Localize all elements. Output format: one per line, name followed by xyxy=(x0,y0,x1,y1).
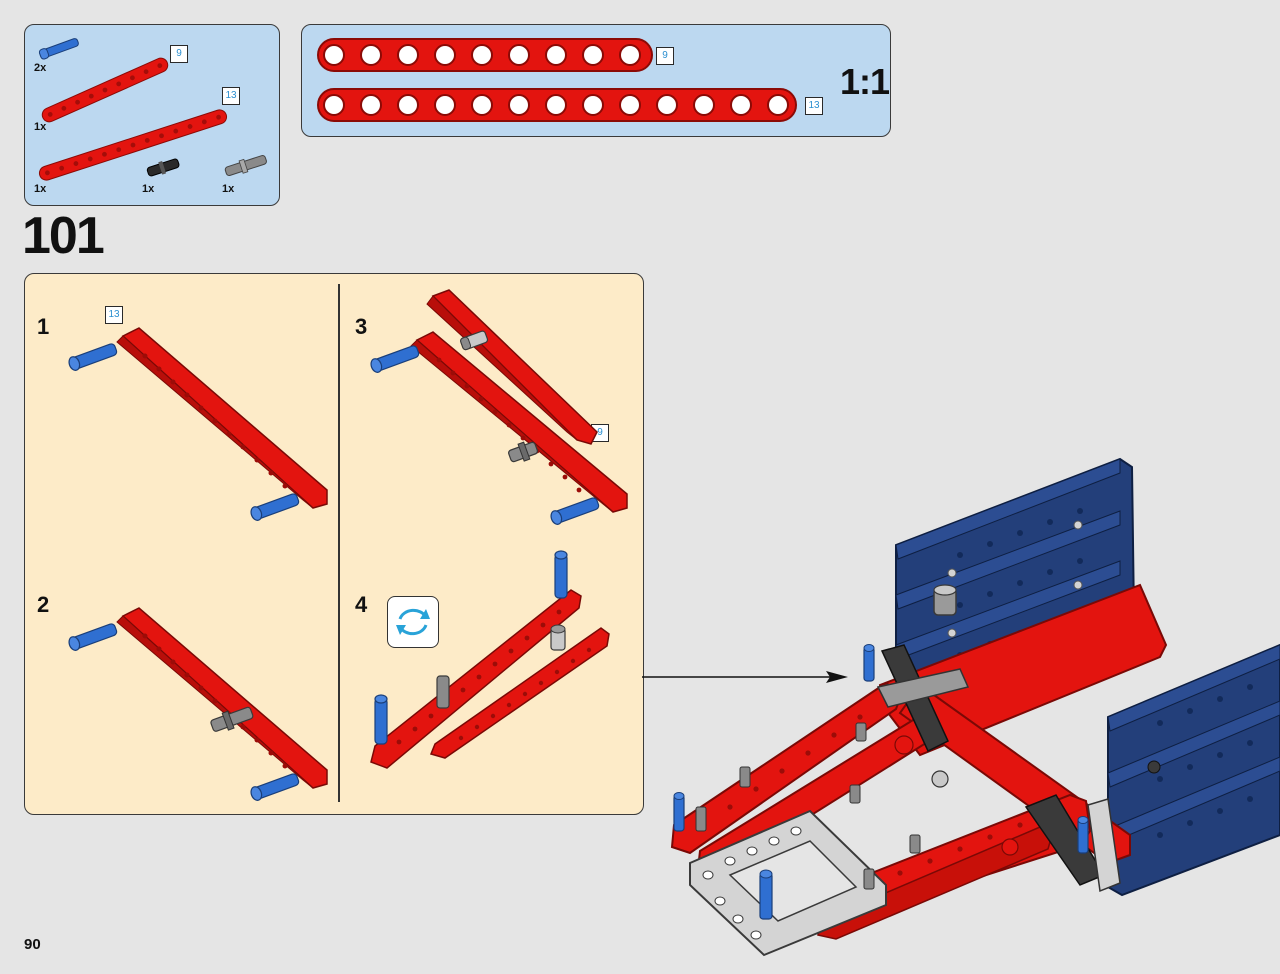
scale-beam-13 xyxy=(317,88,797,122)
beam-length-label: 13 xyxy=(222,87,240,105)
qty-label: 1x xyxy=(34,121,47,133)
substep-length-label: 13 xyxy=(105,306,123,324)
model-assembly-illustration xyxy=(670,457,1280,957)
red-beam-13-icon xyxy=(38,109,228,181)
scale-label: 1:1 xyxy=(840,61,890,102)
beam-length-label: 9 xyxy=(170,45,188,63)
substep-number: 1 xyxy=(37,314,50,339)
qty-label: 1x xyxy=(142,183,155,195)
substep-3-illustration xyxy=(370,289,628,525)
substep-2-illustration xyxy=(68,607,328,801)
substep-number: 4 xyxy=(355,592,368,617)
scale-beam-9 xyxy=(317,38,653,72)
step-number: 101 xyxy=(22,207,105,265)
substep-number: 2 xyxy=(37,592,50,617)
substep-4-illustration xyxy=(370,550,610,769)
substep-panel: 1 13 2 xyxy=(24,273,644,815)
parts-list-panel: 2x 9 1x 13 1x xyxy=(24,24,280,206)
page-number: 90 xyxy=(24,936,41,953)
scale-length-label: 13 xyxy=(805,97,823,115)
qty-label: 1x xyxy=(222,183,235,195)
blue-axle-pin-icon xyxy=(38,38,79,60)
scale-length-label: 9 xyxy=(656,47,674,65)
red-beam-9-icon xyxy=(41,57,169,123)
black-pin-icon xyxy=(146,158,180,177)
substep-1-illustration xyxy=(68,327,328,521)
rotate-icon xyxy=(387,596,439,648)
callout-arrow xyxy=(642,671,848,683)
scale-callout-panel: 9 13 1:1 xyxy=(301,24,891,137)
grey-axle-pin-icon xyxy=(224,155,267,177)
qty-label: 2x xyxy=(34,62,47,74)
substep-divider xyxy=(338,284,340,802)
substep-number: 3 xyxy=(355,314,368,339)
qty-label: 1x xyxy=(34,183,47,195)
